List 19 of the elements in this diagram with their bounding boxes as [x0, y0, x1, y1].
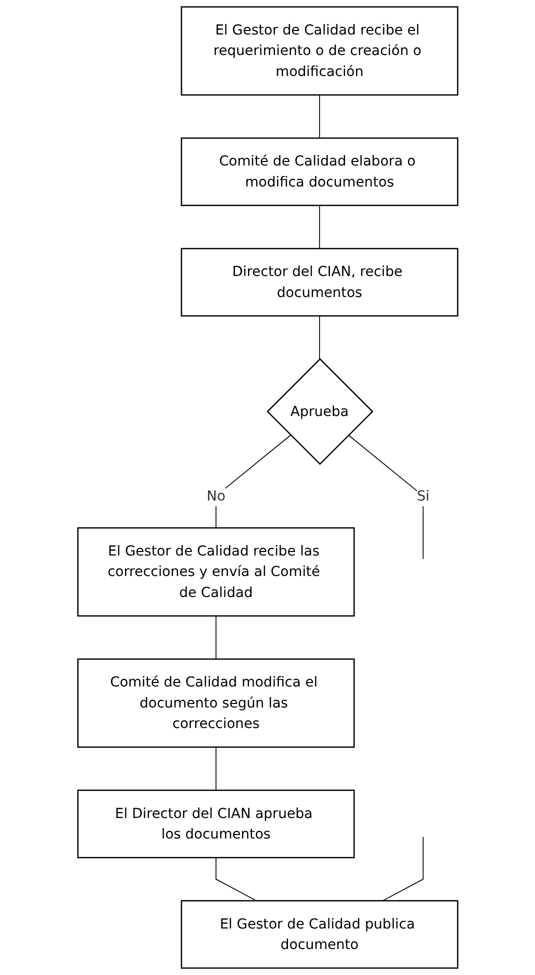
connector: [318, 204, 320, 249]
node-box: El Gestor de Calidad recibe el requerimiento o de creación o modificación: [180, 6, 458, 96]
connector: [215, 746, 216, 791]
edge-label: Si: [416, 487, 430, 504]
node-box: El Gestor de Calidad recibe las correcciones y envía al Comité de Calidad: [76, 527, 354, 617]
node-box: Comité de Calidad modifica el documento según las correcciones: [76, 658, 354, 748]
node-diamond: Aprueba: [266, 358, 374, 465]
connector: [215, 857, 257, 902]
node-box: El Director del CIAN aprueba los documentos: [76, 790, 354, 858]
node-box: Director del CIAN, recibe documentos: [180, 248, 458, 317]
connector: [318, 315, 320, 360]
connector: [348, 434, 424, 560]
node-box: El Gestor de Calidad publica documento: [180, 900, 458, 969]
connector: [318, 94, 320, 139]
connector: [382, 836, 424, 902]
edge-label: No: [206, 487, 226, 504]
node-box: Comité de Calidad elabora o modifica documentos: [180, 137, 458, 206]
connector: [215, 434, 291, 528]
connector: [215, 616, 216, 660]
